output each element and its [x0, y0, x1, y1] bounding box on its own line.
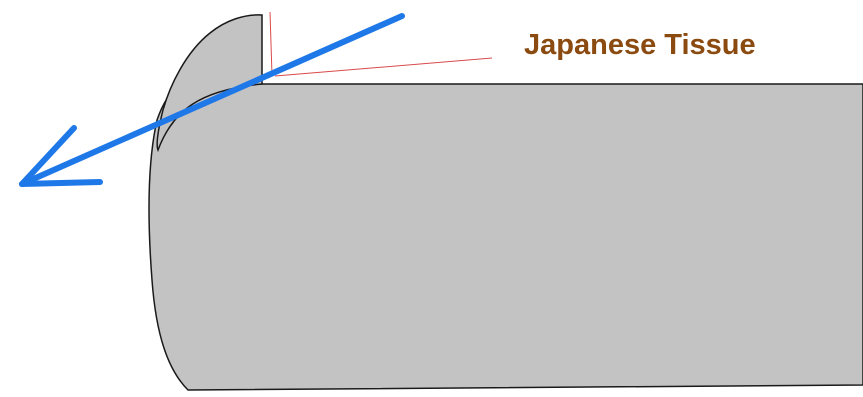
arrow-down-left-icon: [19, 13, 405, 187]
arrow-head: [19, 125, 103, 187]
arrow-shaft: [19, 13, 405, 187]
callout-leader: [269, 11, 493, 77]
book-body: [148, 83, 863, 391]
leader-line-diagonal: [274, 57, 493, 77]
tissue-flap: [156, 14, 263, 153]
leader-line-vertical: [269, 11, 273, 76]
japanese-tissue-label: Japanese Tissue: [524, 29, 756, 61]
